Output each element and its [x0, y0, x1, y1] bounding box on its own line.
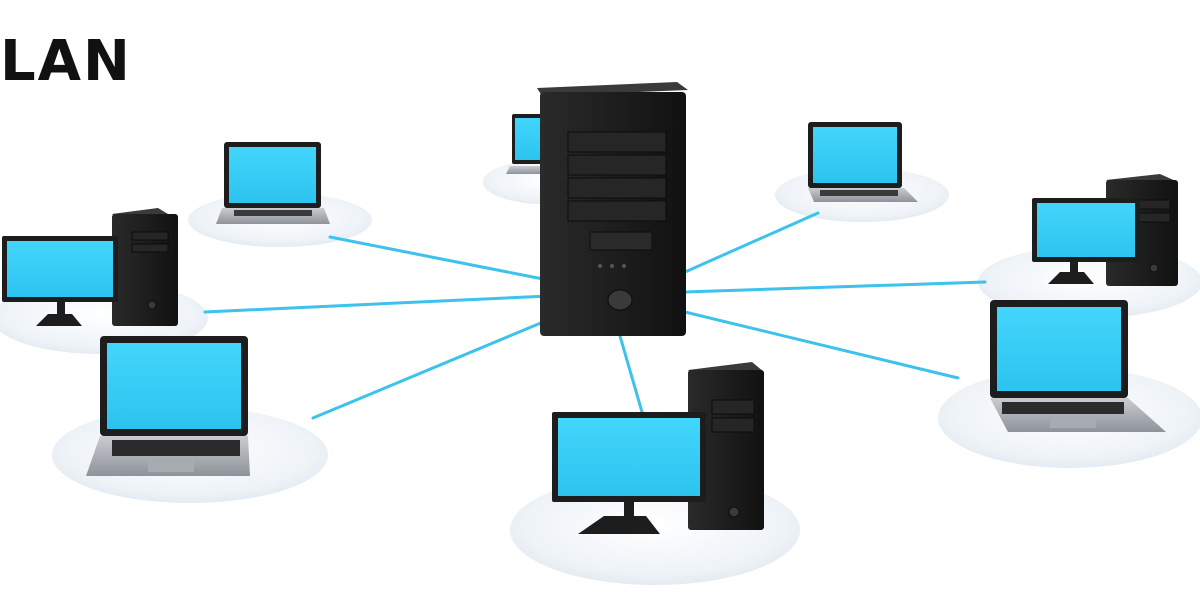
- laptop-top-right: [808, 122, 918, 202]
- server-drive-bay-4: [567, 200, 667, 222]
- server: [537, 82, 688, 336]
- desktop-tower-bay: [131, 243, 169, 253]
- desktop-right: [1032, 174, 1178, 286]
- server-led: [622, 264, 626, 268]
- server-optical-bay: [589, 231, 653, 251]
- laptop-trackpad: [148, 460, 194, 472]
- server-drive-bay-2: [567, 154, 667, 176]
- diagram-title: LAN: [0, 29, 132, 94]
- desktop-tower: [112, 214, 178, 326]
- laptop-keyboard: [1002, 402, 1124, 414]
- desktop-left: [2, 208, 178, 326]
- laptop-keyboard: [234, 210, 312, 216]
- desktop-tower-bay: [131, 231, 169, 241]
- desktop-monitor-neck: [624, 502, 634, 516]
- desktop-tower-bay: [711, 399, 755, 415]
- laptop-keyboard: [820, 190, 898, 196]
- desktop-screen: [1037, 203, 1135, 257]
- cable-to-desktop-left: [203, 294, 550, 314]
- cable-to-desktop-bottom-center: [618, 334, 644, 414]
- laptop-trackpad: [1050, 418, 1096, 428]
- cable-to-laptop-top-right: [683, 211, 820, 274]
- cable-to-laptop-bottom-left: [311, 318, 550, 420]
- desktop-monitor-stand: [1048, 272, 1094, 284]
- desktop-power-button: [147, 300, 157, 310]
- laptop-bottom-right: [990, 300, 1166, 432]
- desktop-monitor-neck: [57, 302, 65, 314]
- server-led: [598, 264, 602, 268]
- laptop-screen: [813, 127, 897, 183]
- server-led: [610, 264, 614, 268]
- desktop-screen: [7, 241, 113, 297]
- laptop-screen: [997, 307, 1121, 391]
- desktop-power-button: [1149, 263, 1159, 273]
- desktop-power-button: [728, 506, 740, 518]
- desktop-monitor-neck: [1070, 262, 1078, 272]
- server-power-button: [607, 289, 633, 311]
- server-drive-bay-1: [567, 131, 667, 153]
- laptop-keyboard: [112, 440, 240, 456]
- server-drive-bay-3: [567, 177, 667, 199]
- laptop-screen: [229, 147, 316, 203]
- cables: [203, 211, 987, 420]
- cable-to-desktop-right: [683, 280, 987, 294]
- laptop-top-left: [216, 142, 330, 224]
- laptop-bottom-left: [86, 336, 250, 476]
- cable-to-laptop-top-left: [328, 235, 550, 282]
- desktop-monitor-stand: [36, 314, 82, 326]
- desktop-monitor-stand: [578, 516, 660, 534]
- laptop-screen: [107, 343, 241, 429]
- cable-to-laptop-bottom-right: [683, 310, 960, 380]
- desktop-tower-bay: [711, 417, 755, 433]
- desktop-screen: [558, 418, 700, 496]
- desktop-bottom-center: [552, 362, 764, 534]
